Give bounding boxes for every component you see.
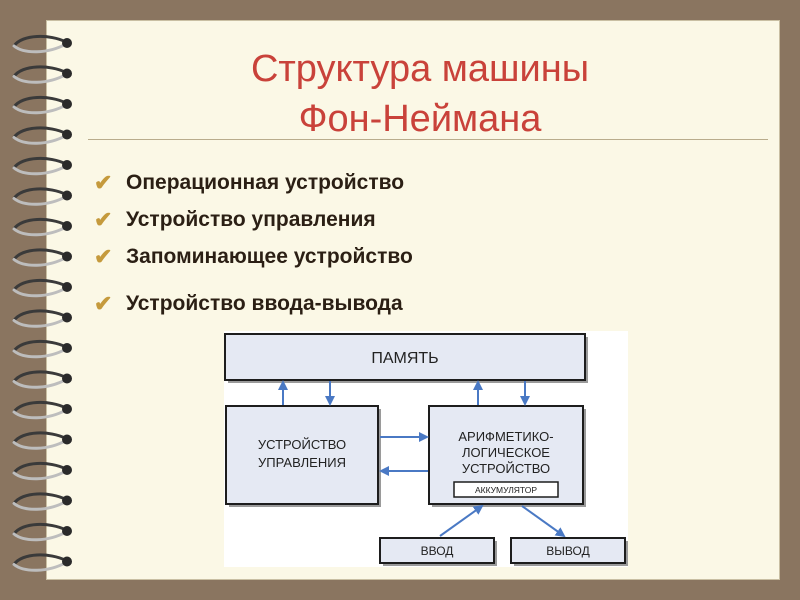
spiral-ring-icon bbox=[12, 523, 72, 542]
von-neumann-diagram: ПАМЯТЬ УСТРОЙСТВО УПРАВЛЕНИЯ АРИФМЕТИКО-… bbox=[224, 331, 628, 567]
memory-label: ПАМЯТЬ bbox=[371, 350, 438, 367]
control-unit-label-2: УПРАВЛЕНИЯ bbox=[258, 455, 346, 470]
spiral-ring-icon bbox=[12, 218, 72, 237]
control-unit-box bbox=[225, 405, 379, 505]
memory-box bbox=[224, 333, 586, 381]
bullet-item: ✔ Устройство ввода-вывода bbox=[94, 287, 413, 324]
bullet-item: ✔ Операционная устройство bbox=[94, 166, 413, 203]
accumulator-label: АККУМУЛЯТОР bbox=[475, 485, 537, 495]
spiral-ring-icon bbox=[12, 126, 72, 145]
input-label: ВВОД bbox=[421, 544, 454, 558]
checkmark-icon: ✔ bbox=[94, 207, 113, 232]
output-box bbox=[510, 537, 626, 564]
slide-title: Структура машины Фон-Неймана bbox=[120, 44, 720, 144]
alu-label-1: АРИФМЕТИКО- bbox=[458, 429, 553, 444]
bullet-text: Устройство управления bbox=[126, 208, 376, 231]
title-line-2: Фон-Неймана bbox=[298, 98, 542, 140]
arrow-alu-to-output bbox=[521, 505, 566, 538]
spiral-ring-icon bbox=[12, 431, 72, 450]
bullet-item: ✔ Запоминающее устройство bbox=[94, 240, 413, 277]
spiral-ring-icon bbox=[12, 65, 72, 84]
spiral-ring-icon bbox=[12, 553, 72, 572]
spiral-ring-icon bbox=[12, 401, 72, 420]
bullet-text: Устройство ввода-вывода bbox=[126, 292, 403, 315]
spiral-ring-icon bbox=[12, 187, 72, 206]
spiral-ring-icon bbox=[12, 340, 72, 359]
spiral-ring-icon bbox=[12, 309, 72, 328]
alu-label-2: ЛОГИЧЕСКОЕ bbox=[462, 445, 550, 460]
bullet-list: ✔ Операционная устройство ✔ Устройство упр… bbox=[94, 166, 413, 324]
spiral-ring-icon bbox=[12, 370, 72, 389]
alu-label-3: УСТРОЙСТВО bbox=[462, 461, 550, 476]
output-label: ВЫВОД bbox=[546, 544, 589, 558]
arrow-input-to-alu bbox=[439, 504, 484, 537]
spiral-binding bbox=[12, 35, 72, 572]
control-unit-label-1: УСТРОЙСТВО bbox=[258, 437, 346, 452]
bullet-item: ✔ Устройство управления bbox=[94, 203, 413, 240]
title-line-1: Структура машины bbox=[250, 48, 590, 90]
checkmark-icon: ✔ bbox=[94, 291, 113, 316]
bullet-text: Запоминающее устройство bbox=[126, 245, 413, 268]
spiral-ring-icon bbox=[12, 96, 72, 115]
checkmark-icon: ✔ bbox=[94, 170, 113, 195]
spiral-ring-icon bbox=[12, 492, 72, 511]
input-box bbox=[379, 537, 495, 564]
accumulator-box bbox=[453, 481, 559, 498]
checkmark-icon: ✔ bbox=[94, 244, 113, 269]
spiral-ring-icon bbox=[12, 157, 72, 176]
title-divider bbox=[88, 139, 768, 140]
spiral-ring-icon bbox=[12, 248, 72, 267]
spiral-ring-icon bbox=[12, 462, 72, 481]
bullet-text: Операционная устройство bbox=[126, 171, 405, 194]
spiral-ring-icon bbox=[12, 35, 72, 54]
spiral-ring-icon bbox=[12, 279, 72, 298]
